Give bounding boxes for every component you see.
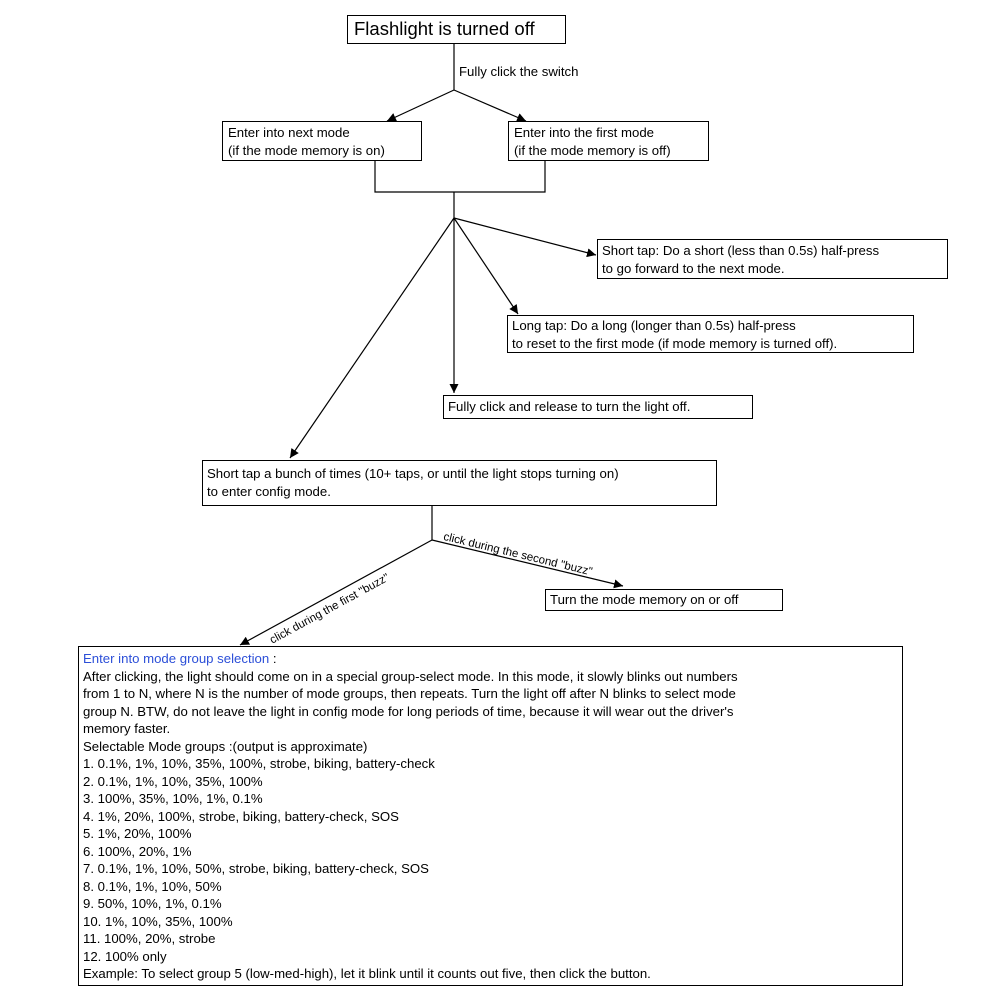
- node-next-mode-line-2: (if the mode memory is on): [228, 142, 385, 158]
- arrow-to-first-mode: [453, 89, 527, 122]
- node-memory-toggle: Turn the mode memory on or off: [545, 589, 783, 611]
- arrow-to-short-tap: [453, 217, 597, 258]
- mode-group-heading: Enter into mode group selection :: [83, 650, 902, 668]
- arrow-to-next-mode: [386, 89, 455, 122]
- node-first-mode-line-1: Enter into the first mode: [514, 125, 655, 140]
- mode-group-item: 9. 50%, 10%, 1%, 0.1%: [83, 896, 222, 911]
- mode-group-item: 4. 1%, 20%, 100%, strobe, biking, batter…: [83, 808, 399, 824]
- node-first-mode: Enter into the first mode (if the mode m…: [508, 121, 709, 161]
- node-short-tap: Short tap: Do a short (less than 0.5s) h…: [597, 239, 948, 279]
- node-mode-group-selection: Enter into mode group selection : After …: [78, 646, 903, 986]
- mode-group-item: 3. 100%, 35%, 10%, 1%, 0.1%: [83, 791, 263, 806]
- node-next-mode-line-1: Enter into next mode: [228, 125, 350, 140]
- arrow-to-config: [289, 217, 455, 459]
- merge-bracket: [374, 160, 546, 193]
- node-config-mode-line-2: to enter config mode.: [207, 483, 331, 499]
- arrow-to-long-tap: [453, 217, 519, 315]
- mode-group-item: 10. 1%, 10%, 35%, 100%: [83, 913, 233, 929]
- arrow-to-memory-toggle: [431, 539, 624, 589]
- node-config-mode-line-1: Short tap a bunch of times (10+ taps, or…: [207, 466, 619, 481]
- mode-group-heading-title: Enter into mode group selection: [83, 651, 270, 666]
- node-first-mode-line-2: (if the mode memory is off): [514, 142, 671, 158]
- mode-group-heading-suffix: :: [269, 651, 277, 666]
- node-turn-off-label: Fully click and release to turn the ligh…: [448, 399, 691, 414]
- mode-group-item: 7. 0.1%, 1%, 10%, 50%, strobe, biking, b…: [83, 861, 429, 876]
- node-long-tap: Long tap: Do a long (longer than 0.5s) h…: [507, 315, 914, 353]
- mode-group-intro-line-4: memory faster.: [83, 721, 171, 736]
- mode-group-item: 1. 0.1%, 1%, 10%, 35%, 100%, strobe, bik…: [83, 756, 435, 771]
- mode-group-item: 12. 100% only: [83, 948, 167, 964]
- mode-groups-title: Selectable Mode groups :(output is appro…: [83, 738, 368, 754]
- node-flashlight-off-label: Flashlight is turned off: [354, 18, 535, 39]
- node-short-tap-line-1: Short tap: Do a short (less than 0.5s) h…: [602, 243, 880, 258]
- arrow-to-mode-group: [239, 539, 433, 646]
- mode-group-example: Example: To select group 5 (low-med-high…: [83, 966, 651, 981]
- node-flashlight-off: Flashlight is turned off: [347, 15, 566, 44]
- edge-label-fully-click: Fully click the switch: [459, 64, 579, 79]
- mode-group-item: 11. 100%, 20%, strobe: [83, 931, 216, 946]
- node-config-mode: Short tap a bunch of times (10+ taps, or…: [202, 460, 717, 506]
- node-turn-off: Fully click and release to turn the ligh…: [443, 395, 753, 419]
- mode-group-item: 2. 0.1%, 1%, 10%, 35%, 100%: [83, 773, 263, 789]
- node-long-tap-line-1: Long tap: Do a long (longer than 0.5s) h…: [512, 318, 796, 333]
- node-long-tap-line-2: to reset to the first mode (if mode memo…: [512, 335, 838, 351]
- mode-group-intro-line-1: After clicking, the light should come on…: [83, 668, 738, 684]
- mode-group-intro-line-3: group N. BTW, do not leave the light in …: [83, 703, 734, 719]
- mode-group-item: 8. 0.1%, 1%, 10%, 50%: [83, 878, 222, 894]
- mode-group-item: 6. 100%, 20%, 1%: [83, 843, 192, 859]
- mode-group-item: 5. 1%, 20%, 100%: [83, 826, 192, 841]
- node-memory-toggle-label: Turn the mode memory on or off: [550, 592, 739, 607]
- node-next-mode: Enter into next mode (if the mode memory…: [222, 121, 422, 161]
- node-short-tap-line-2: to go forward to the next mode.: [602, 260, 785, 276]
- mode-group-intro-line-2: from 1 to N, where N is the number of mo…: [83, 686, 736, 701]
